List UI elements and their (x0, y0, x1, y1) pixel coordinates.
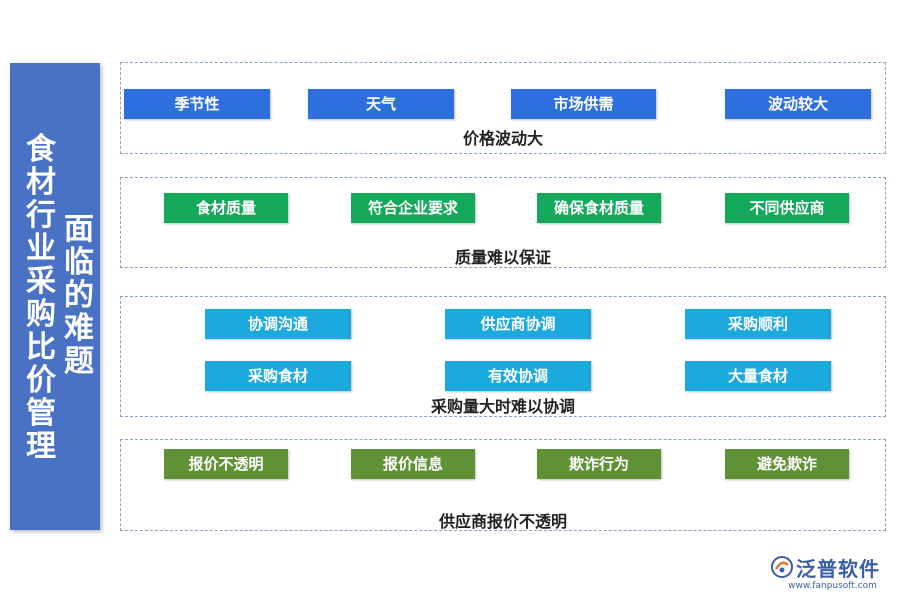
logo-name: 泛普软件 (796, 557, 880, 581)
group-coordination: 协调沟通 供应商协调 采购顺利 采购食材 有效协调 大量食材 采购量大时难以协调 (120, 296, 886, 417)
group-price-transparency: 报价不透明 报价信息 欺诈行为 避免欺诈 供应商报价不透明 (120, 439, 886, 531)
tag-meet-requirements: 符合企业要求 (351, 193, 475, 223)
group-title: 采购量大时难以协调 (430, 397, 575, 416)
tag-large-fluctuation: 波动较大 (725, 89, 871, 119)
fanpu-logo-icon (771, 556, 793, 578)
tag-bulk-food: 大量食材 (685, 361, 831, 391)
tag-quote-info: 报价信息 (351, 449, 475, 479)
tag-supplier-coordination: 供应商协调 (445, 309, 591, 339)
logo-url: www.fanpusoft.com (788, 581, 877, 591)
tag-different-suppliers: 不同供应商 (725, 193, 849, 223)
group-quality-assurance: 食材质量 符合企业要求 确保食材质量 不同供应商 质量难以保证 (120, 177, 886, 268)
tag-ensure-quality: 确保食材质量 (537, 193, 661, 223)
group-price-volatility: 季节性 天气 市场供需 波动较大 价格波动大 (120, 62, 886, 154)
group-title: 价格波动大 (462, 129, 543, 148)
sub-title: 面临的难题 (64, 212, 94, 379)
tag-communication: 协调沟通 (205, 309, 351, 339)
tag-purchase-food: 采购食材 (205, 361, 351, 391)
tag-food-quality: 食材质量 (164, 193, 288, 223)
tag-fraud: 欺诈行为 (537, 449, 661, 479)
group-title: 质量难以保证 (454, 248, 551, 267)
tag-market-supply-demand: 市场供需 (511, 89, 656, 119)
side-title-panel: 食材行业采购比价管理 面临的难题 (10, 63, 100, 530)
tag-seasonality: 季节性 (124, 89, 270, 119)
tag-effective-coordination: 有效协调 (445, 361, 591, 391)
tag-avoid-fraud: 避免欺诈 (725, 449, 849, 479)
tag-smooth-purchasing: 采购顺利 (685, 309, 831, 339)
group-title: 供应商报价不透明 (438, 512, 567, 531)
tag-weather: 天气 (308, 89, 454, 119)
main-title: 食材行业采购比价管理 (26, 132, 56, 464)
fanpu-logo: 泛普软件 www.fanpusoft.com (770, 553, 895, 595)
tag-opaque-quotes: 报价不透明 (164, 449, 288, 479)
